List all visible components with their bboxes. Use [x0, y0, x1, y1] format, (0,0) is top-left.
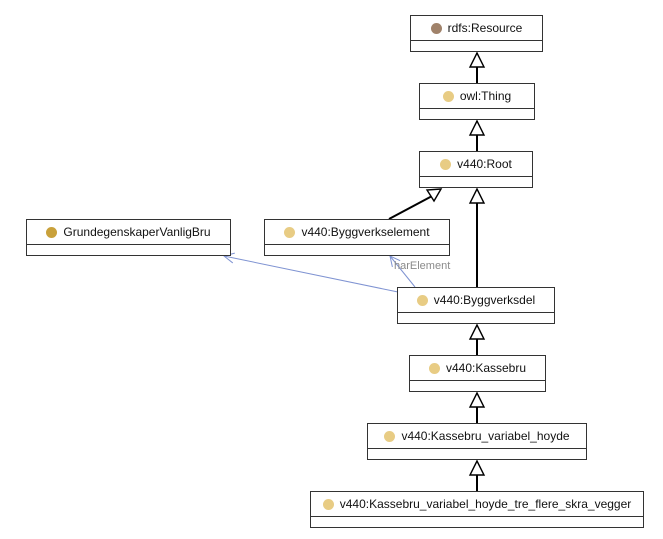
node-label: v440:Byggverkselement — [301, 225, 430, 239]
class-icon — [416, 294, 428, 306]
inheritance-arrowhead — [425, 188, 443, 203]
node-label: rdfs:Resource — [447, 21, 523, 35]
node-owl-thing[interactable]: owl:Thing — [419, 83, 535, 120]
node-v440-byggverksdel[interactable]: v440:Byggverksdel — [397, 287, 555, 324]
node-rdfs-resource[interactable]: rdfs:Resource — [410, 15, 543, 52]
node-v440-kassebru-variabel-hoyde[interactable]: v440:Kassebru_variabel_hoyde — [367, 423, 587, 460]
class-icon — [46, 226, 58, 238]
node-grunnegenskaper-vanlig-bru[interactable]: GrundegenskaperVanligBru — [26, 219, 231, 256]
node-label: v440:Kassebru — [445, 361, 527, 375]
inheritance-arrowhead — [468, 187, 486, 204]
class-icon — [284, 226, 296, 238]
node-v440-byggverkselement[interactable]: v440:Byggverkselement — [264, 219, 450, 256]
class-icon — [428, 362, 440, 374]
inheritance-arrowhead — [468, 323, 486, 340]
edge-byggverkselement-to-root — [388, 194, 435, 220]
edge-label-harelement: harElement — [394, 260, 451, 272]
edge-harelement — [390, 256, 416, 288]
class-icon — [322, 498, 334, 510]
node-v440-kassebru[interactable]: v440:Kassebru — [409, 355, 546, 392]
node-label: GrundegenskaperVanligBru — [63, 225, 211, 239]
inheritance-arrowhead — [468, 459, 486, 476]
inheritance-arrowhead — [468, 51, 486, 68]
inheritance-arrowhead — [468, 119, 486, 136]
node-label: v440:Kassebru_variabel_hoyde — [401, 429, 570, 443]
resource-icon — [430, 22, 442, 34]
node-v440-kassebru-variabel-hoyde-tre-flere-skra-vegger[interactable]: v440:Kassebru_variabel_hoyde_tre_flere_s… — [310, 491, 644, 528]
node-label: owl:Thing — [459, 89, 512, 103]
edge-byggverksdel-to-grunnegenskaper — [224, 256, 399, 293]
node-label: v440:Byggverksdel — [433, 293, 536, 307]
class-icon — [442, 90, 454, 102]
node-label: v440:Kassebru_variabel_hoyde_tre_flere_s… — [339, 497, 632, 511]
class-icon — [440, 158, 452, 170]
node-v440-root[interactable]: v440:Root — [419, 151, 533, 188]
class-icon — [384, 430, 396, 442]
inheritance-arrowhead — [468, 391, 486, 408]
node-label: v440:Root — [457, 157, 512, 171]
